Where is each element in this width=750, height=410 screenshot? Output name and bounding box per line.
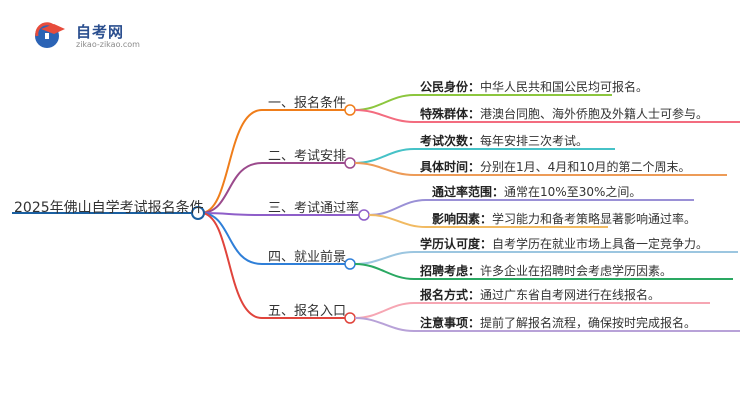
leaf-key: 影响因素： xyxy=(432,212,493,226)
leaf-connector xyxy=(354,148,415,164)
leaf-item: 学历认可度：自考学历在就业市场上具备一定竞争力。 xyxy=(420,235,708,252)
leaf-connector xyxy=(354,263,415,280)
leaf-text: 港澳台同胞、海外侨胞及外籍人士可参与。 xyxy=(480,107,709,121)
leaf-text: 每年安排三次考试。 xyxy=(480,134,589,148)
leaf-connector xyxy=(354,317,415,332)
root-topic: 2025年佛山自学考试报名条件 xyxy=(14,200,204,216)
leaf-item: 特殊群体：港澳台同胞、海外侨胞及外籍人士可参与。 xyxy=(420,105,708,122)
leaf-key: 公民身份： xyxy=(420,80,481,94)
leaf-connector xyxy=(354,302,415,319)
branch-label: 二、考试安排 xyxy=(268,149,347,164)
leaf-item: 具体时间：分别在1月、4月和10月的第二个周末。 xyxy=(420,158,691,175)
leaf-connector xyxy=(354,162,415,176)
leaf-key: 报名方式： xyxy=(420,288,481,302)
leaf-item: 通过率范围：通常在10%至30%之间。 xyxy=(432,183,641,200)
leaf-text: 分别在1月、4月和10月的第二个周末。 xyxy=(480,160,691,174)
leaf-connector xyxy=(354,109,415,123)
graduation-cap-icon xyxy=(35,22,65,48)
leaf-item: 考试次数：每年安排三次考试。 xyxy=(420,132,588,149)
branch-node xyxy=(344,157,356,169)
branch-label: 五、报名入口 xyxy=(268,304,347,319)
branch-connector xyxy=(200,212,263,265)
leaf-text: 通常在10%至30%之间。 xyxy=(504,185,642,199)
leaf-connector xyxy=(354,251,415,265)
leaf-connector xyxy=(368,199,427,216)
leaf-item: 报名方式：通过广东省自考网进行在线报名。 xyxy=(420,286,660,303)
branch-label: 四、就业前景 xyxy=(268,250,347,265)
leaf-key: 学历认可度： xyxy=(420,237,493,251)
leaf-item: 注意事项：提前了解报名流程，确保按时完成报名。 xyxy=(420,314,696,331)
branch-label: 三、考试通过率 xyxy=(268,201,360,216)
branch-connector xyxy=(200,162,263,214)
branch-node xyxy=(344,104,356,116)
leaf-item: 公民身份：中华人民共和国公民均可报名。 xyxy=(420,78,648,95)
leaf-connector xyxy=(354,94,415,111)
logo-url: zikao-zikao.com xyxy=(76,40,140,49)
branch-connector xyxy=(200,109,263,214)
leaf-key: 考试次数： xyxy=(420,134,481,148)
root-node xyxy=(191,206,205,220)
leaf-text: 通过广东省自考网进行在线报名。 xyxy=(480,288,661,302)
branch-connector xyxy=(200,212,263,216)
branch-label: 一、报名条件 xyxy=(268,96,347,111)
logo-name: 自考网 xyxy=(76,23,125,41)
leaf-key: 具体时间： xyxy=(420,160,481,174)
branch-node xyxy=(344,258,356,270)
site-logo[interactable]: 自考网 zikao-zikao.com xyxy=(32,20,152,54)
leaf-text: 提前了解报名流程，确保按时完成报名。 xyxy=(480,316,697,330)
leaf-text: 中华人民共和国公民均可报名。 xyxy=(480,80,649,94)
branch-node xyxy=(358,209,370,221)
leaf-key: 招聘考虑： xyxy=(420,264,481,278)
leaf-key: 通过率范围： xyxy=(432,185,505,199)
leaf-connector xyxy=(368,214,427,228)
leaf-text: 学习能力和备考策略显著影响通过率。 xyxy=(492,212,697,226)
branch-connector xyxy=(200,212,263,319)
leaf-item: 招聘考虑：许多企业在招聘时会考虑学历因素。 xyxy=(420,262,672,279)
leaf-text: 自考学历在就业市场上具备一定竞争力。 xyxy=(492,237,709,251)
leaf-key: 特殊群体： xyxy=(420,107,481,121)
leaf-item: 影响因素：学习能力和备考策略显著影响通过率。 xyxy=(432,210,696,227)
leaf-text: 许多企业在招聘时会考虑学历因素。 xyxy=(480,264,673,278)
leaf-key: 注意事项： xyxy=(420,316,481,330)
branch-node xyxy=(344,312,356,324)
